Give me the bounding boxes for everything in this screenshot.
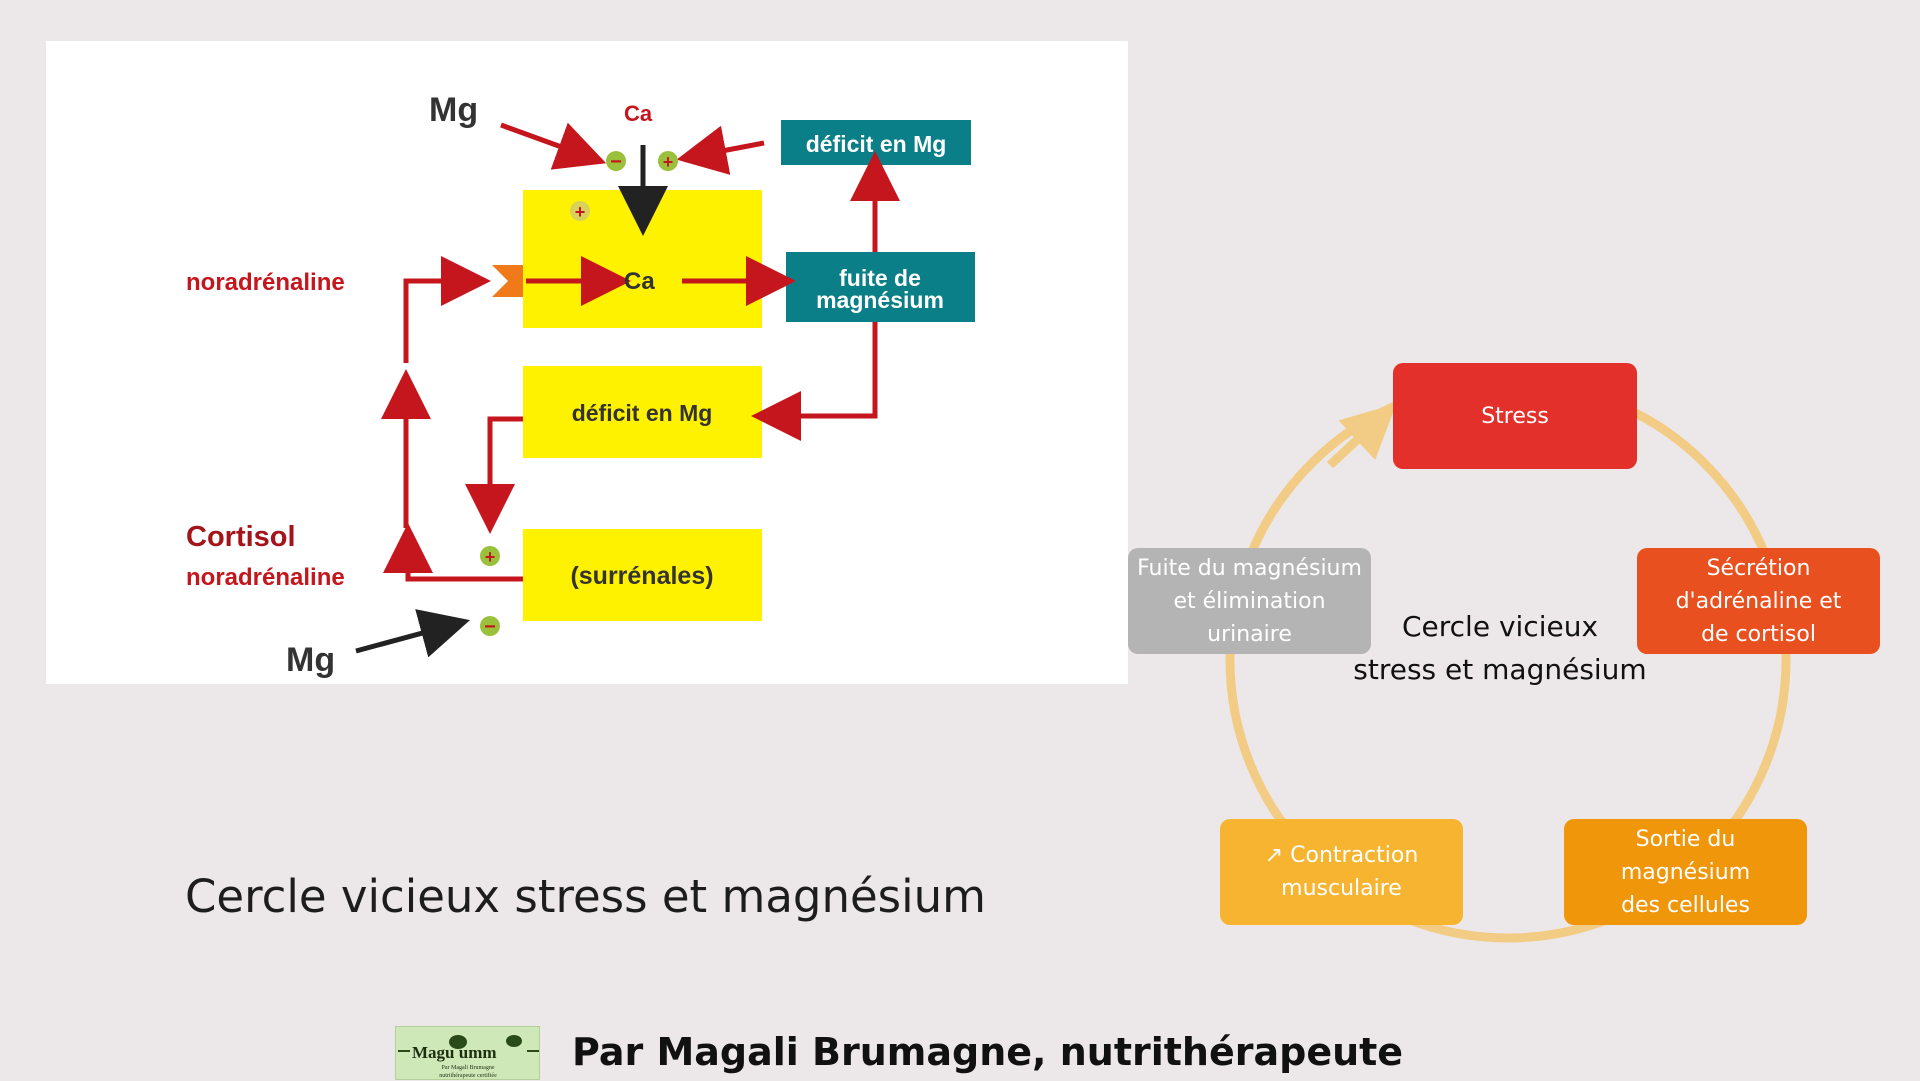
cortisol-label: Cortisol — [186, 521, 296, 553]
arrow-mg-bottom — [355, 609, 470, 658]
channel-shape — [492, 265, 523, 297]
noradrenaline-top-label: noradrénaline — [186, 269, 345, 296]
page-caption: Cercle vicieux stress et magnésium — [185, 870, 986, 923]
plus-sign-cell — [570, 201, 590, 221]
deficit-middle-box — [523, 366, 762, 458]
secretion-line1: Sécrétion — [1706, 555, 1811, 581]
sortie-box: Sortie du magnésium des cellules — [1564, 819, 1807, 925]
minus-sign-bottom-label: − — [484, 616, 496, 638]
arrow-deficit-ca — [676, 125, 765, 175]
tree-icon — [506, 1035, 522, 1047]
mg-top-label: Mg — [429, 91, 478, 129]
stress-box: Stress — [1393, 363, 1637, 469]
arrow-cursor-icon: ↗ — [1264, 843, 1284, 868]
fuite-line2: et élimination — [1173, 588, 1326, 614]
cycle-center-text: Cercle vicieux stress et magnésium — [1325, 605, 1675, 691]
tree-icon — [449, 1035, 467, 1049]
sortie-line2: des cellules — [1621, 892, 1750, 918]
noradrenaline-bottom-label: noradrénaline — [186, 564, 345, 591]
deficit-middle-label: déficit en Mg — [572, 400, 713, 426]
plus-sign-cell-label: + — [575, 202, 586, 222]
brand-logo: Magu umm Par Magali Brumagne nutrithérap… — [395, 1026, 540, 1080]
plus-sign-top-label: + — [663, 152, 674, 172]
contraction-line2: musculaire — [1281, 876, 1402, 901]
mechanism-diagram: − + + + − Mg Ca déficit en Mg noradrénal… — [186, 91, 975, 679]
deficit-top-label: déficit en Mg — [806, 131, 947, 157]
fuite-line1: Fuite du magnésium — [1137, 555, 1362, 581]
secretion-line2: d'adrénaline et — [1675, 588, 1842, 614]
cell-box — [523, 190, 762, 328]
fuite-box — [786, 252, 975, 322]
minus-sign-top — [606, 151, 626, 171]
secretion-line3: de cortisol — [1701, 621, 1816, 647]
arrow-surrenales-out — [383, 523, 523, 582]
plus-sign-top — [658, 151, 678, 171]
contraction-box: ↗ Contraction musculaire — [1220, 819, 1463, 925]
arrow-fuite-deficit-middle — [751, 322, 878, 441]
mg-bottom-label: Mg — [286, 641, 335, 679]
logo-brand: Magu umm — [412, 1043, 497, 1062]
surrenales-box — [523, 529, 762, 621]
minus-sign-top-label: − — [610, 151, 622, 173]
ca-top-label: Ca — [624, 101, 653, 126]
logo-line1: Par Magali Brumagne — [442, 1065, 495, 1071]
arrow-deficit-surrenales — [465, 416, 523, 534]
secretion-box: Sécrétion d'adrénaline et de cortisol — [1637, 548, 1880, 654]
author-credit: Par Magali Brumagne, nutrithérapeute — [572, 1030, 1404, 1074]
plus-sign-surrenales — [480, 546, 500, 566]
logo-graphic: Magu umm Par Magali Brumagne nutrithérap… — [398, 1035, 539, 1079]
surrenales-label: (surrénales) — [570, 562, 713, 590]
fuite-line2: magnésium — [816, 287, 944, 313]
cycle-center-line1: Cercle vicieux — [1401, 610, 1599, 643]
stress-label: Stress — [1481, 403, 1549, 429]
ca-center-label: Ca — [624, 268, 655, 295]
sortie-line1: Sortie du magnésium — [1620, 826, 1751, 885]
logo-line2: nutrithérapeute certifiée — [439, 1072, 497, 1079]
plus-sign-surrenales-label: + — [485, 547, 496, 567]
arrow-up-channel — [403, 256, 491, 363]
cycle-diagram: Stress Sécrétion d'adrénaline et de cort… — [1100, 340, 1900, 960]
fuite-box: Fuite du magnésium et élimination urinai… — [1128, 548, 1371, 654]
arrow-mg-ca — [500, 122, 607, 170]
cycle-center-line2: stress et magnésium — [1353, 653, 1647, 686]
diagram-panel: − + + + − Mg Ca déficit en Mg noradrénal… — [46, 41, 1128, 684]
minus-sign-bottom — [480, 616, 500, 636]
cycle-arrowhead — [1326, 403, 1397, 469]
contraction-line1: Contraction — [1290, 843, 1419, 868]
fuite-line3: urinaire — [1207, 621, 1292, 647]
fuite-line1: fuite de — [839, 265, 921, 291]
